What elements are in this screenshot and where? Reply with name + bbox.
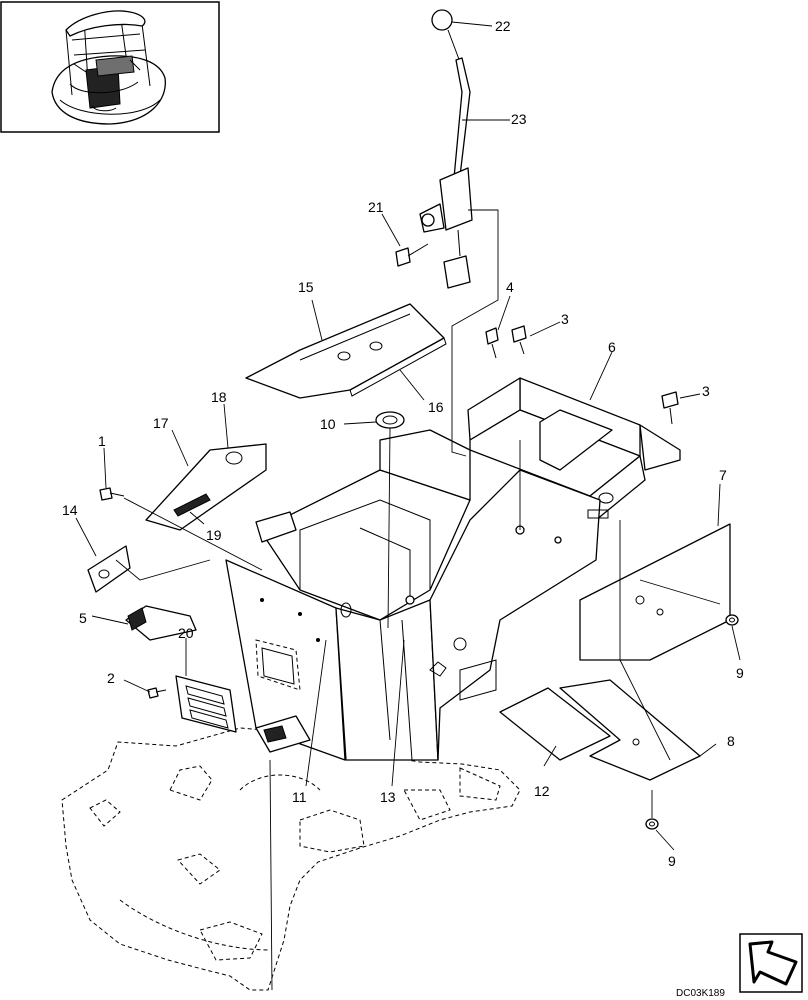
callout-5: 5 (79, 610, 87, 626)
callout-12: 12 (534, 783, 550, 799)
lever-assembly (419, 9, 499, 457)
callout-10: 10 (320, 416, 336, 432)
callout-20: 20 (178, 625, 194, 641)
callout-14: 14 (62, 502, 78, 518)
callout-19: 19 (206, 527, 222, 543)
leader-lines (75, 21, 741, 991)
callout-23: 23 (511, 111, 527, 127)
callout-3: 3 (561, 311, 569, 327)
callout-labels: 22 23 21 15 16 4 3 6 3 18 17 10 1 19 14 … (62, 18, 744, 869)
drawing-code: DC03K189 (676, 988, 725, 999)
callout-7: 7 (719, 467, 727, 483)
callout-17: 17 (153, 415, 169, 431)
lower-frame-outline (61, 727, 521, 991)
callout-8: 8 (727, 733, 735, 749)
callout-3: 3 (702, 383, 710, 399)
cab-frame (225, 377, 681, 761)
louver-20 (175, 675, 237, 733)
direction-arrow-icon (739, 933, 803, 993)
mats (499, 523, 731, 781)
callout-9: 9 (736, 665, 744, 681)
callout-13: 13 (380, 789, 396, 805)
callout-6: 6 (608, 339, 616, 355)
callout-2: 2 (107, 670, 115, 686)
callout-22: 22 (495, 18, 511, 34)
callout-1: 1 (98, 433, 106, 449)
plate-14 (87, 545, 131, 593)
callout-15: 15 (298, 279, 314, 295)
callout-18: 18 (211, 389, 227, 405)
washers (375, 411, 739, 830)
machine-inset (0, 1, 220, 133)
callout-4: 4 (506, 279, 514, 295)
clip-5 (125, 605, 197, 641)
callout-11: 11 (292, 789, 307, 805)
holder-11 (255, 715, 311, 753)
floor-plate (245, 303, 447, 399)
bolts (99, 243, 679, 699)
callout-21: 21 (368, 199, 384, 215)
callout-16: 16 (428, 399, 444, 415)
side-bracket (145, 443, 267, 531)
callout-9: 9 (668, 853, 676, 869)
